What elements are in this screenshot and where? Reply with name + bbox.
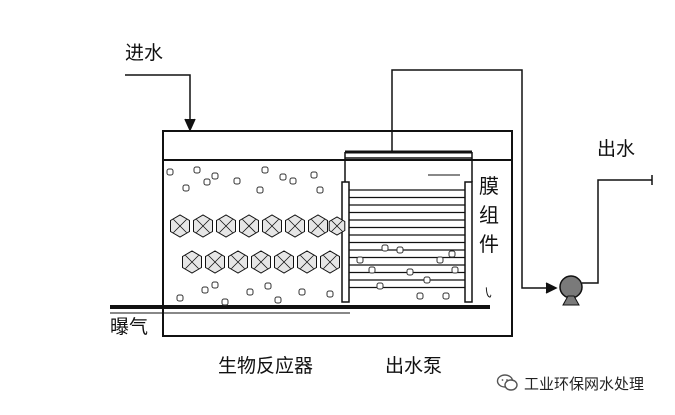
bubble <box>381 244 389 252</box>
bubble <box>436 256 444 264</box>
bio-carriers <box>170 214 346 274</box>
bubble <box>356 256 364 264</box>
bubble <box>279 173 287 181</box>
bubble <box>376 282 384 290</box>
aeration-pipe <box>110 305 490 314</box>
bubble <box>442 292 450 300</box>
bubbles <box>166 166 459 306</box>
carrier-icon <box>262 214 282 238</box>
bubble <box>310 171 318 179</box>
bubble <box>211 172 219 180</box>
bubble <box>193 166 201 174</box>
bubble <box>416 292 424 300</box>
pump-base <box>562 295 580 306</box>
carrier-cross <box>173 219 187 233</box>
pump-label: 出水泵 <box>385 355 443 377</box>
inlet-pipe <box>125 74 196 132</box>
bubble <box>326 290 334 298</box>
carrier-cross <box>331 220 343 232</box>
effluent-pump-icon <box>559 275 583 306</box>
outlet-pipe <box>582 175 653 284</box>
permeate-pipe <box>391 69 558 294</box>
carrier-icon <box>216 214 236 238</box>
carrier-cross <box>242 219 256 233</box>
bubble <box>368 266 376 274</box>
aeration-label: 曝气 <box>110 316 149 338</box>
inlet-label: 进水 <box>125 42 164 64</box>
permeate-pipe-line <box>391 69 553 289</box>
carrier-icon <box>239 214 259 238</box>
bubble <box>451 266 459 274</box>
carrier-icon <box>182 250 202 274</box>
bubble <box>423 276 431 284</box>
watermark-text: 工业环保网水处理 <box>524 374 645 393</box>
bubble <box>396 246 404 254</box>
outlet-pipe-line <box>582 179 652 284</box>
carrier-cross <box>219 219 233 233</box>
corner-mark: ㇂ <box>482 286 495 300</box>
carrier-icon <box>285 214 305 238</box>
bubble <box>246 288 254 296</box>
membrane-right-post <box>464 181 473 303</box>
bubble <box>182 184 190 192</box>
carrier-cross <box>265 219 279 233</box>
bubble <box>166 168 174 176</box>
carrier-cross <box>311 219 325 233</box>
bubble <box>298 288 306 296</box>
carrier-icon <box>228 250 248 274</box>
membrane-sheets <box>349 189 465 289</box>
carrier-icon <box>308 214 328 238</box>
bubble <box>211 281 219 289</box>
bubble <box>264 282 272 290</box>
carrier-cross <box>288 219 302 233</box>
carrier-cross <box>277 255 291 269</box>
pump-body <box>559 275 583 299</box>
carrier-icon <box>297 250 317 274</box>
membrane-module-label: 膜组件 <box>479 174 499 256</box>
carrier-icon <box>320 250 340 274</box>
carrier-cross <box>300 255 314 269</box>
bubble <box>316 186 324 194</box>
carrier-icon <box>251 250 271 274</box>
bubble <box>201 286 209 294</box>
watermark: 工业环保网水处理 <box>496 371 644 395</box>
bubble <box>289 177 297 185</box>
inlet-pipe-line <box>125 74 191 127</box>
bubble <box>274 296 282 304</box>
bubble <box>448 250 456 258</box>
carrier-cross <box>196 219 210 233</box>
bubble <box>256 186 264 194</box>
carrier-cross <box>185 255 199 269</box>
bubble <box>203 178 211 186</box>
pump-inlet-arrow-icon <box>545 282 558 294</box>
bioreactor-label: 生物反应器 <box>218 355 314 377</box>
carrier-cross <box>231 255 245 269</box>
carrier-icon <box>274 250 294 274</box>
tank-outline <box>162 130 513 337</box>
carrier-cross <box>208 255 222 269</box>
bubble <box>221 298 229 306</box>
outlet-label: 出水 <box>597 138 636 160</box>
bubble <box>261 166 269 174</box>
inlet-arrow-icon <box>184 118 196 132</box>
carrier-cross <box>323 255 337 269</box>
carrier-icon <box>170 214 190 238</box>
carrier-cross <box>254 255 268 269</box>
bubble <box>233 177 241 185</box>
bubble <box>176 294 184 302</box>
carrier-icon <box>205 250 225 274</box>
carrier-icon <box>193 214 213 238</box>
membrane-module <box>341 150 473 303</box>
reactor-tank <box>162 130 513 337</box>
carrier-icon <box>328 216 346 236</box>
bubble <box>406 268 414 276</box>
membrane-left-post <box>341 181 350 303</box>
wechat-icon <box>496 374 518 391</box>
